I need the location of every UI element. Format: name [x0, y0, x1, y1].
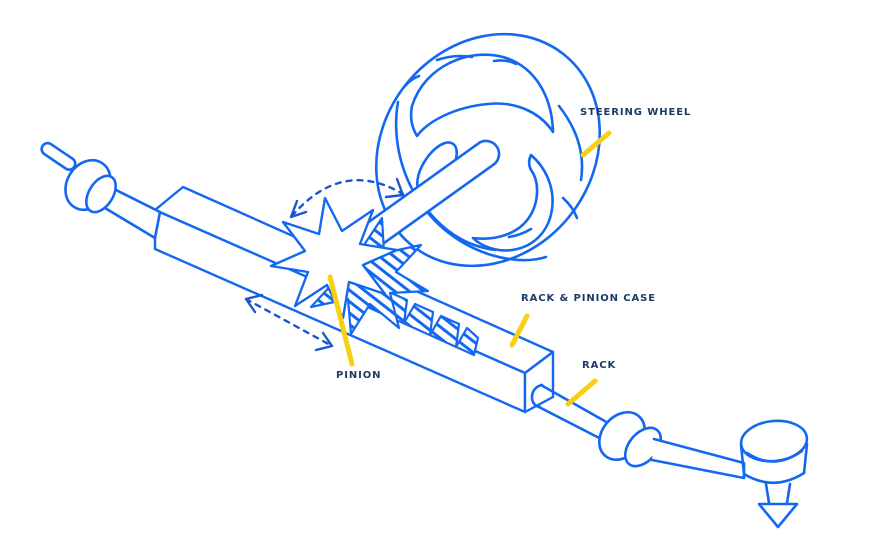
wheel-highlight: [435, 54, 474, 62]
stud-neck-right: [785, 482, 792, 505]
rack-rod-bottom-edge: [535, 404, 611, 445]
wheel-highlight: [492, 59, 518, 66]
translation-arrow-head-left: [244, 293, 264, 314]
wheel-upper-aperture: [409, 53, 555, 138]
wheel-lower-aperture: [471, 153, 554, 252]
leader-lines: [327, 130, 612, 407]
pinion-gear: [269, 196, 430, 336]
leader-pinion: [327, 274, 355, 367]
ball-joint-wall-left: [739, 443, 746, 476]
rotation-arrow-head-right: [384, 177, 405, 199]
wheel-inner-rim-left: [394, 100, 548, 262]
stud-arrow-tip: [757, 502, 799, 529]
pinion-gear-front: [269, 196, 399, 320]
label-steering-wheel: STEERING WHEEL: [580, 107, 692, 118]
wheel-highlight: [507, 227, 533, 239]
rotation-arrow: [289, 177, 405, 219]
leader-rack: [565, 378, 598, 407]
leader-rack-pinion-case: [509, 313, 530, 348]
ball-joint-bottom: [742, 471, 806, 484]
tie-rod-left: [40, 141, 162, 240]
wheel-highlight: [561, 196, 579, 220]
label-pinion: PINION: [336, 370, 382, 381]
wheel-highlight: [403, 74, 421, 88]
rotation-arrow-arc: [290, 179, 405, 218]
tie-rod-left-boot-cap: [85, 174, 117, 214]
label-rack-pinion-case: RACK & PINION CASE: [521, 293, 657, 304]
translation-arrow-head-right: [314, 331, 334, 352]
wheel-inner-rim-right: [557, 104, 584, 182]
ball-joint-wall-right: [802, 442, 809, 475]
translation-arrow-line: [244, 297, 334, 348]
tie-rod-left-tip: [40, 141, 77, 171]
tie-rod-right-shaft: [650, 437, 746, 480]
label-rack: RACK: [582, 360, 617, 371]
ball-joint-housing-top: [739, 419, 809, 463]
rack-rod-top-edge: [539, 383, 619, 430]
stud-neck-left: [764, 482, 771, 505]
translation-arrow: [244, 293, 334, 352]
leader-steering-wheel: [580, 130, 612, 158]
ball-joint-lip: [745, 449, 804, 463]
tie-rod-right: [530, 383, 809, 529]
rotation-arrow-head-left: [289, 199, 308, 219]
